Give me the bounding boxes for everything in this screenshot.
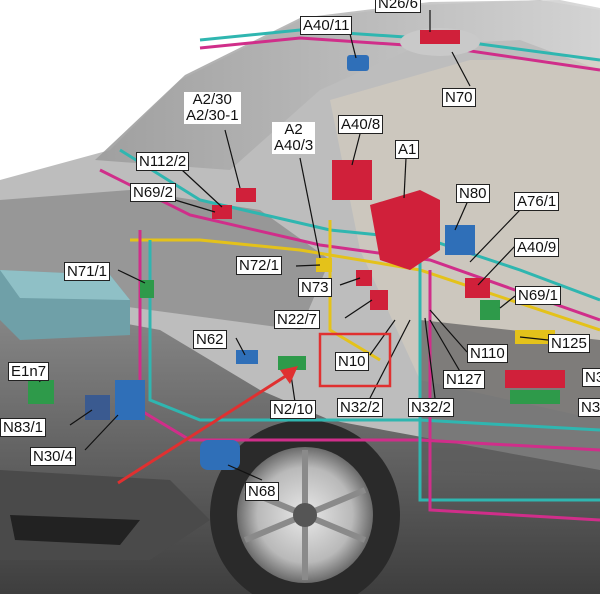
label-a40-3: A40/3: [272, 138, 315, 154]
module-n22-7: [370, 290, 388, 310]
label-n127: N127: [443, 370, 485, 389]
label-a2: A2: [272, 122, 315, 138]
label-n62: N62: [193, 330, 227, 349]
label-a1: A1: [395, 140, 419, 159]
label-n69-2: N69/2: [130, 183, 176, 202]
label-n73: N73: [298, 278, 332, 297]
label-n10: N10: [335, 352, 369, 371]
label-n70: N70: [442, 88, 476, 107]
label-e1n7: E1n7: [8, 362, 49, 381]
label-n32-2-right: N32/2: [408, 398, 454, 417]
module-n112-2: [236, 188, 256, 202]
label-n3-upper: N3: [582, 368, 600, 387]
label-a40-11: A40/11: [300, 16, 352, 35]
module-n83-1: [85, 395, 110, 420]
label-a40-8: A40/8: [338, 115, 383, 134]
module-a40-11: [347, 55, 369, 71]
label-a40-9: A40/9: [514, 238, 559, 257]
label-n22-7: N22/7: [274, 310, 320, 329]
label-n3-lower: N3: [578, 398, 600, 417]
module-n30-4: [115, 380, 145, 420]
module-a40-9: [465, 278, 490, 298]
label-a2-group: A2 A40/3: [272, 122, 315, 154]
label-n83-1: N83/1: [0, 418, 46, 437]
label-a2-30: A2/30: [184, 92, 241, 108]
module-n80: [445, 225, 475, 255]
label-n112-2: N112/2: [136, 152, 189, 171]
label-a2-30-group: A2/30 A2/30-1: [184, 92, 241, 124]
module-n68: [200, 440, 240, 470]
module-a40-8: [332, 160, 372, 200]
module-n71-1: [140, 280, 154, 298]
module-n62: [236, 350, 258, 364]
label-n68: N68: [245, 482, 279, 501]
module-n69-1: [480, 300, 500, 320]
label-n26-6: N26/6: [375, 0, 421, 13]
label-n72-1: N72/1: [236, 256, 282, 275]
label-n80: N80: [456, 184, 490, 203]
module-n3-b: [510, 390, 560, 404]
label-n125: N125: [548, 334, 590, 353]
label-n110: N110: [467, 344, 508, 363]
module-e1n7: [28, 380, 54, 404]
label-a76-1: A76/1: [514, 192, 559, 211]
module-n3: [505, 370, 565, 388]
label-n69-1: N69/1: [515, 286, 561, 305]
label-n71-1: N71/1: [64, 262, 110, 281]
label-n2-10: N2/10: [270, 400, 316, 419]
label-a2-30-1: A2/30-1: [184, 108, 241, 124]
label-n30-4: N30/4: [30, 447, 76, 466]
label-n32-2-left: N32/2: [337, 398, 383, 417]
